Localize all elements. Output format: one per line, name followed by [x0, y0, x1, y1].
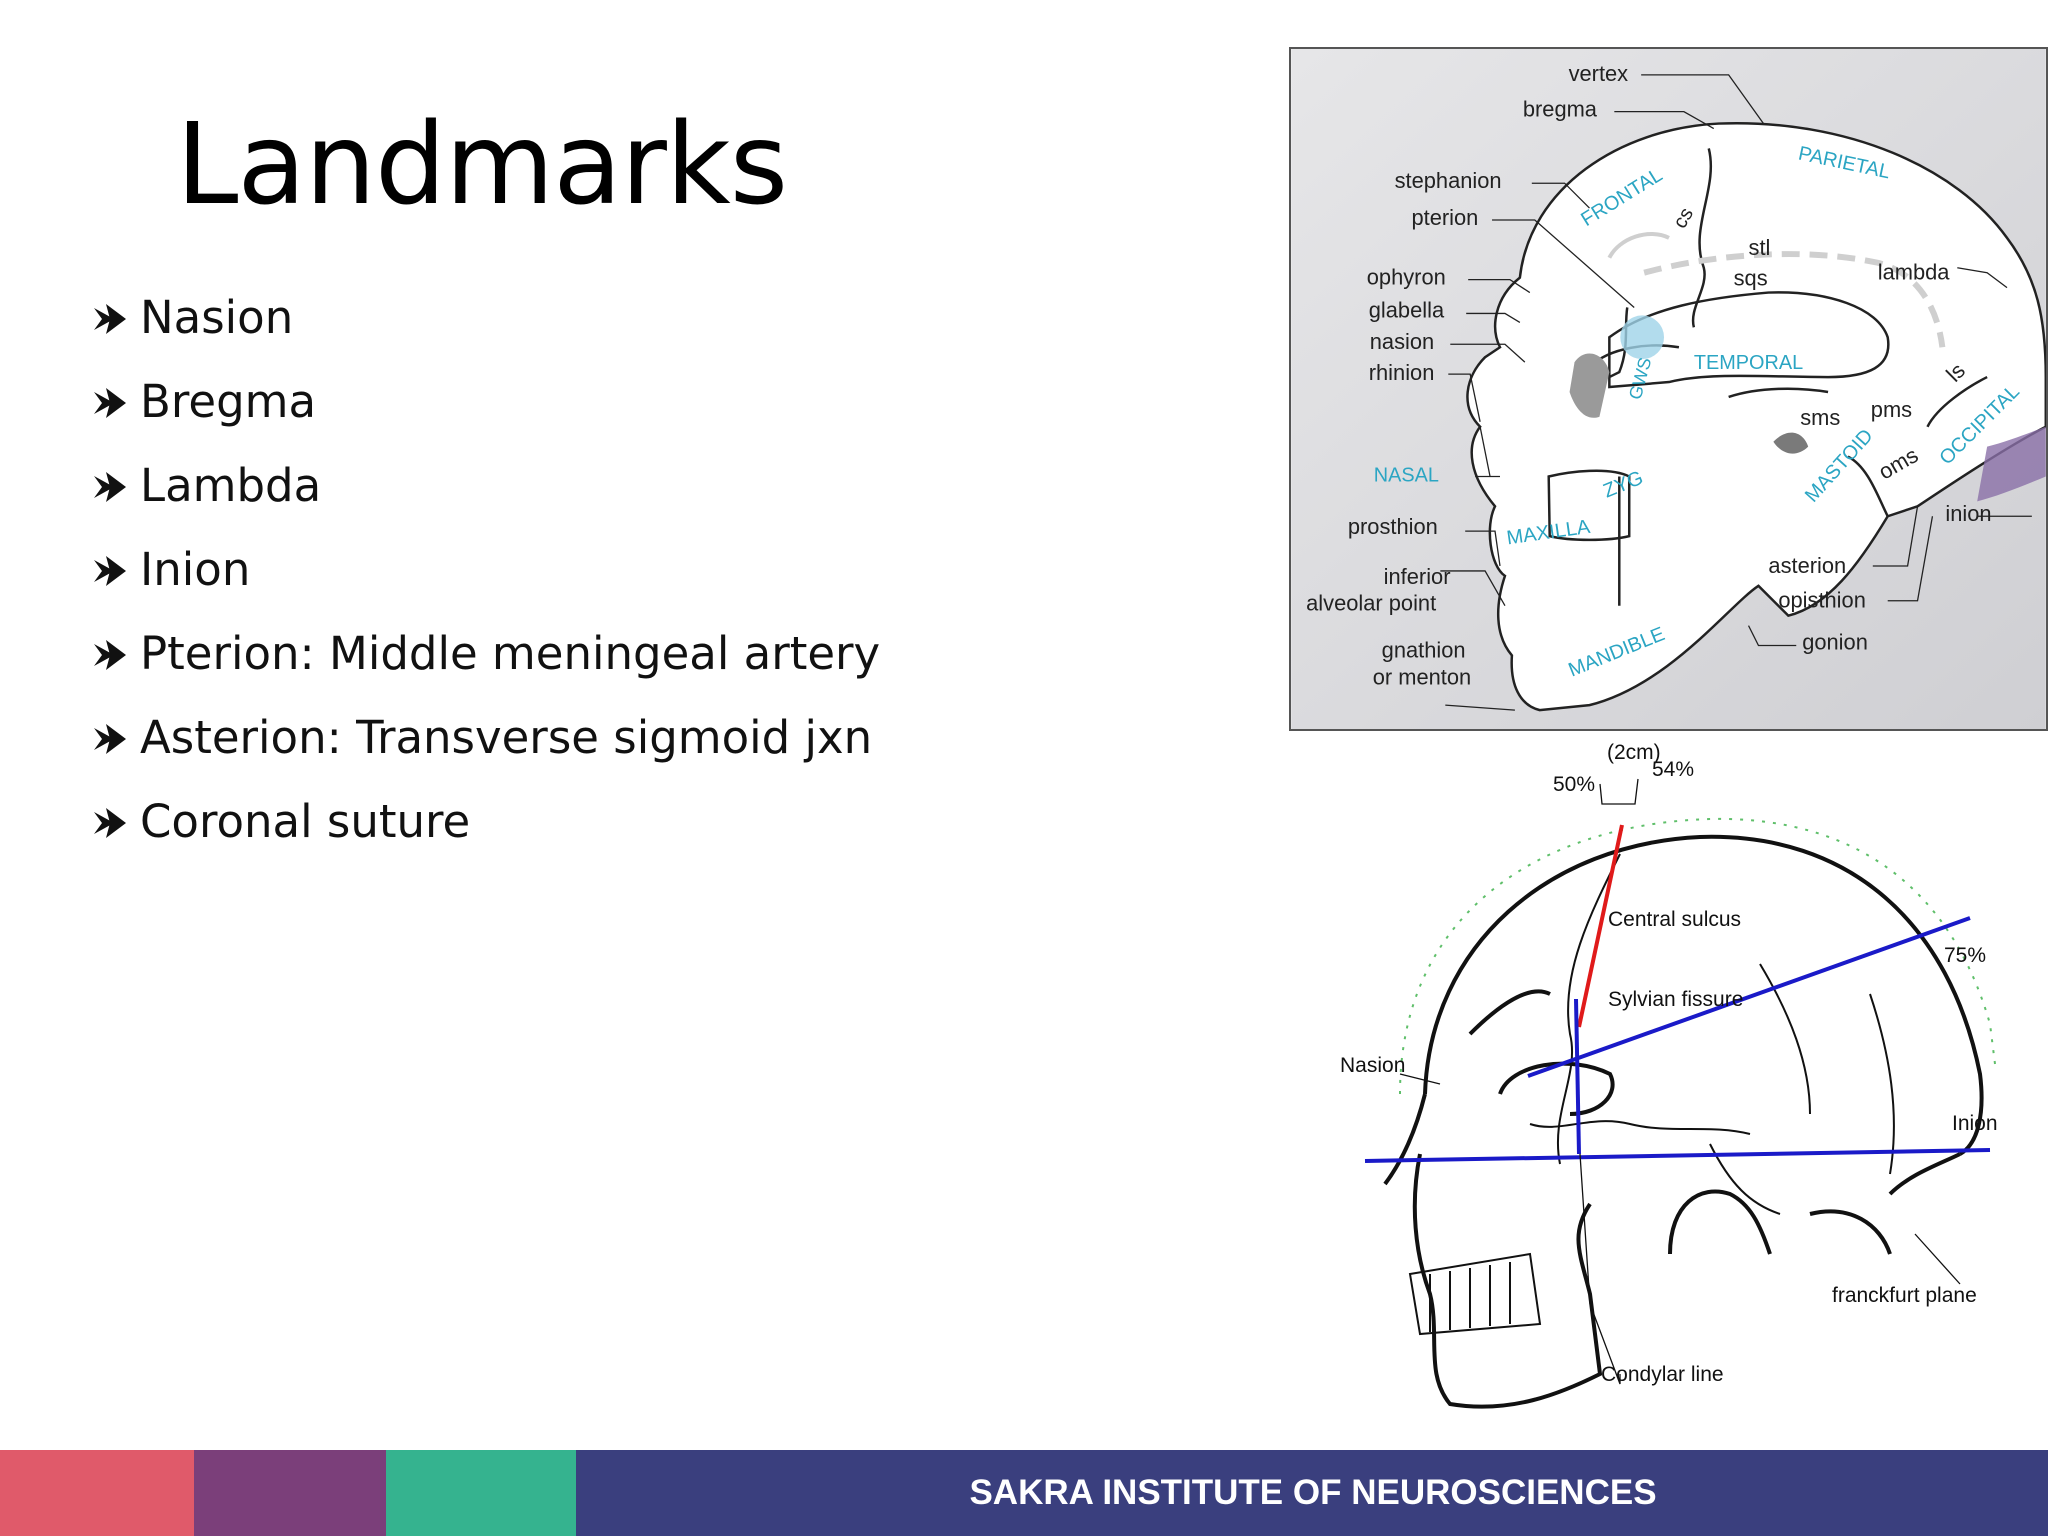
pterion-label: pterion [1412, 205, 1479, 230]
sms-label: sms [1800, 405, 1840, 430]
inion-label: inion [1945, 501, 1991, 526]
prosthion-label: prosthion [1348, 514, 1438, 539]
sqs-label: sqs [1734, 266, 1768, 291]
arrow-bullet-icon [94, 304, 126, 334]
gnathion-label: gnathion [1382, 637, 1466, 662]
arrow-bullet-icon [94, 472, 126, 502]
footer-institution-name: SAKRA INSTITUTE OF NEUROSCIENCES [969, 1473, 1657, 1512]
skull-regions-figure: vertex bregma stephanion pterion ophyron… [1289, 47, 2048, 731]
temporal-label: TEMPORAL [1694, 352, 1803, 374]
arrow-bullet-icon [94, 640, 126, 670]
rhinion-label: rhinion [1369, 360, 1435, 385]
bullet-text: Bregma [140, 375, 317, 428]
pms-label: pms [1871, 397, 1912, 422]
inion-label: Inion [1952, 1112, 1998, 1135]
bullet-text: Asterion: Transverse sigmoid jxn [140, 711, 873, 764]
lambda-label: lambda [1878, 260, 1951, 285]
ophyron-label: ophyron [1367, 265, 1446, 290]
skull-outline [1383, 834, 1984, 1409]
central-sulcus-line [1577, 824, 1624, 1028]
footer-block-purple [194, 1450, 386, 1536]
condylar-line-label: Condylar line [1601, 1363, 1724, 1386]
gonion-label: gonion [1802, 629, 1868, 654]
pct-50-label: 50% [1553, 773, 1595, 796]
nasion-label: Nasion [1340, 1054, 1405, 1077]
footer-block-navy [576, 1450, 2048, 1536]
bullet-text: Inion [140, 543, 251, 596]
arrow-bullet-icon [94, 808, 126, 838]
footer-bar: SAKRA INSTITUTE OF NEUROSCIENCES [0, 1450, 2048, 1536]
bullet-text: Nasion [140, 291, 294, 344]
vertex-label: vertex [1569, 61, 1629, 86]
footer-block-green [386, 1450, 576, 1536]
arrow-bullet-icon [94, 724, 126, 754]
glabella-label: glabella [1369, 297, 1445, 322]
footer-block-red [0, 1450, 194, 1536]
arrow-bullet-icon [94, 388, 126, 418]
frankfurt-plane-label: franckfurt plane [1832, 1284, 1977, 1307]
pct-54-label: 54% [1652, 758, 1694, 781]
stephanion-label: stephanion [1395, 168, 1502, 193]
sylvian-fissure-label: Sylvian fissure [1608, 988, 1743, 1011]
bregma-label: bregma [1523, 97, 1598, 122]
inferior-label: inferior [1384, 564, 1451, 589]
slide-title: Landmarks [176, 100, 788, 230]
bullet-text: Lambda [140, 459, 322, 512]
central-sulcus-label: Central sulcus [1608, 908, 1741, 931]
annotation-lines [1399, 778, 1961, 1385]
bullet-text: Pterion: Middle meningeal artery [140, 627, 881, 680]
alveolar-point-label: alveolar point [1306, 591, 1436, 616]
stl-label: stl [1749, 235, 1771, 260]
opisthion-label: opisthion [1778, 588, 1866, 613]
nasal-label: NASAL [1374, 464, 1439, 486]
pct-75-label: 75% [1944, 944, 1986, 967]
two-cm-label: (2cm) [1607, 741, 1661, 764]
leader-lines [1440, 74, 2032, 711]
asterion-label: asterion [1768, 553, 1846, 578]
nasion-label: nasion [1370, 329, 1434, 354]
craniometry-figure: (2cm) 54% 50% Central sulcus 75% Sylvian… [1290, 734, 2048, 1414]
arrow-bullet-icon [94, 556, 126, 586]
bullet-text: Coronal suture [140, 795, 471, 848]
blue-reference-lines [1364, 916, 1991, 1163]
or-menton-label: or menton [1373, 664, 1471, 689]
